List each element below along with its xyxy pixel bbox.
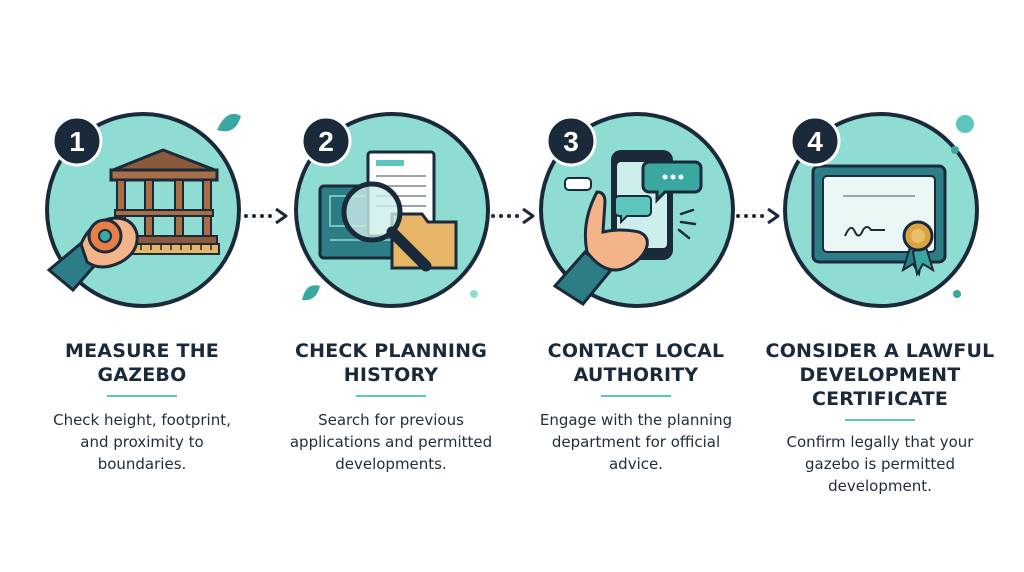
- step-3: 3 CONTACT LOCAL AUTHORITY Engage with th…: [521, 0, 751, 572]
- step-description-3: Engage with the planning department for …: [539, 411, 733, 473]
- title-divider-4: [845, 419, 915, 421]
- title-divider-3: [601, 395, 671, 397]
- step-description-2: Search for previous applications and per…: [289, 411, 493, 473]
- gazebo-measuring-tape-icon: 1: [45, 112, 241, 308]
- phone-chat-icon: 3: [539, 112, 735, 308]
- step-description-1: Check height, footprint, and proximity t…: [53, 411, 231, 473]
- arrow-right-icon-3: [736, 207, 780, 225]
- step-2: 2 CHECK PLANNING HISTORY Search for prev…: [276, 0, 506, 572]
- step-number-3: 3: [563, 126, 579, 157]
- title-divider-1: [107, 395, 177, 397]
- step-number-1: 1: [69, 126, 85, 157]
- title-divider-2: [356, 395, 426, 397]
- step-number-2: 2: [318, 126, 334, 157]
- step-description-4: Confirm legally that your gazebo is perm…: [786, 433, 974, 495]
- step-title-2: CHECK PLANNING HISTORY: [294, 340, 487, 386]
- step-title-3: CONTACT LOCAL AUTHORITY: [547, 340, 725, 386]
- magnifier-documents-icon: 2: [294, 112, 490, 308]
- certificate-icon: 4: [783, 112, 979, 308]
- arrow-right-icon-1: [244, 207, 288, 225]
- step-1: 1 MEASURE THE GAZEBO Check height, footp…: [27, 0, 257, 572]
- step-title-1: MEASURE THE GAZEBO: [65, 340, 219, 386]
- arrow-right-icon-2: [491, 207, 535, 225]
- step-4: 4 CONSIDER A LAWFUL DEVELOPMENT CERTIFIC…: [765, 0, 995, 572]
- step-title-4: CONSIDER A LAWFUL DEVELOPMENT CERTIFICAT…: [765, 340, 995, 410]
- step-number-4: 4: [807, 126, 823, 157]
